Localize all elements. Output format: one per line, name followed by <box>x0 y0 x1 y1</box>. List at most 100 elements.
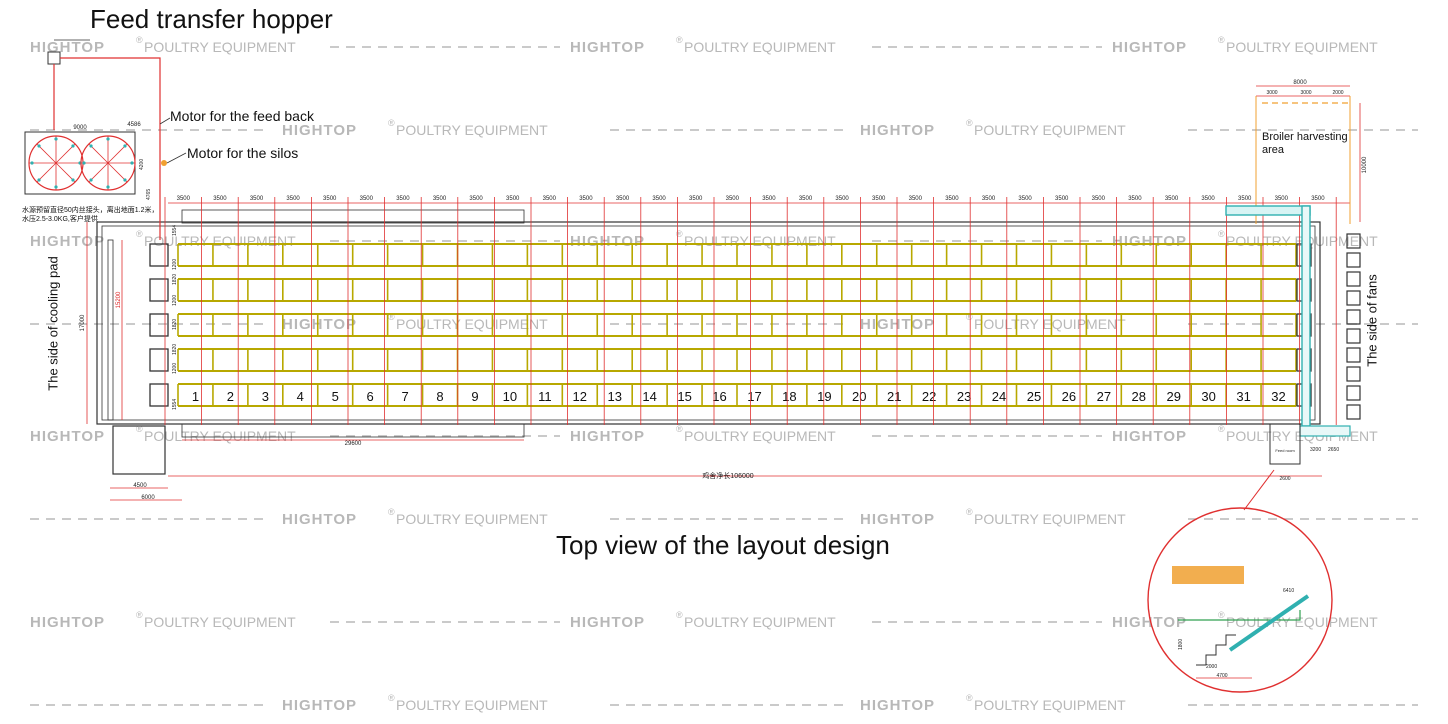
row-dim-value: 1820 <box>172 319 178 330</box>
silo-leg <box>71 144 75 148</box>
feed-room-left <box>112 425 166 475</box>
row-dim-value: 1554 <box>172 399 178 410</box>
span-dim-value: 3500 <box>1275 196 1289 202</box>
span-dim-value: 3500 <box>1165 196 1179 202</box>
watermark-registered: ® <box>136 35 143 45</box>
feed-back-pipe <box>60 57 161 240</box>
silo-leg <box>106 185 110 189</box>
exhaust-fan <box>1346 347 1361 363</box>
span-dim-value: 3500 <box>323 196 337 202</box>
column-number: 1 <box>192 389 199 404</box>
span-dim-value: 3500 <box>286 196 300 202</box>
span-dim-value: 3500 <box>1238 196 1252 202</box>
row-dim-value: 1554 <box>172 225 178 236</box>
watermark-registered: ® <box>136 610 143 620</box>
motor-silo-leader <box>166 152 187 164</box>
water-source-note: 水源预留直径50内丝接头，离出地面1.2米，水压2.5-3.0KG,客户提供 <box>22 207 159 223</box>
silo-leg <box>106 137 110 141</box>
feed-room-label: Feed room <box>1275 448 1295 453</box>
column-number: 26 <box>1062 389 1076 404</box>
span-dim-value: 3500 <box>433 196 447 202</box>
column-number: 6 <box>367 389 374 404</box>
watermark-brand: HIGHTOP <box>30 233 105 250</box>
detail-leader <box>1243 469 1275 511</box>
column-number: 2 <box>227 389 234 404</box>
column-number: 13 <box>607 389 621 404</box>
top-8000-value: 8000 <box>1293 80 1307 86</box>
span-dim-value: 3500 <box>689 196 703 202</box>
detail-circle <box>1147 507 1333 693</box>
silo-leg <box>37 144 41 148</box>
column-number: 17 <box>747 389 761 404</box>
silo-leg <box>123 178 127 182</box>
span-dim-value: 3500 <box>726 196 740 202</box>
column-number: 4 <box>297 389 304 404</box>
span-dim-value: 3500 <box>835 196 849 202</box>
silo-width-value: 9000 <box>73 125 87 131</box>
hopper-label: Feed transfer hopper <box>90 4 333 34</box>
span-dim-value: 3500 <box>1092 196 1106 202</box>
detail-2000-value: 2000 <box>1206 664 1217 670</box>
silo-leg <box>123 144 127 148</box>
span-dim-value: 3500 <box>469 196 483 202</box>
row-dim-value: 1820 <box>172 274 178 285</box>
span-dim-value: 3500 <box>1018 196 1032 202</box>
row-dim-value: 1200 <box>172 295 178 306</box>
motor-feed-back-label: Motor for the feed back <box>170 108 314 124</box>
top-split-value: 2000 <box>1332 90 1343 96</box>
watermark-brand: HIGHTOP <box>30 428 105 445</box>
watermark-registered: ® <box>1218 610 1225 620</box>
harvest-area-label: Broiler harvesting area <box>1262 131 1348 156</box>
exhaust-fan <box>1346 252 1361 268</box>
span-dim-value: 3500 <box>1201 196 1215 202</box>
column-number: 8 <box>436 389 443 404</box>
watermark-brand: HIGHTOP <box>1112 233 1187 250</box>
watermark-brand: HIGHTOP <box>30 39 105 56</box>
house-length-value: 鸡舍净长106000 <box>702 471 753 480</box>
silo-leg <box>54 137 58 141</box>
width-dim-value: 17000 <box>80 314 86 331</box>
column-number: 23 <box>957 389 971 404</box>
exhaust-fan <box>1346 366 1361 382</box>
silo-leg <box>71 178 75 182</box>
column-number: 14 <box>642 389 656 404</box>
column-number: 18 <box>782 389 796 404</box>
detail-6410-value: 6410 <box>1283 588 1294 594</box>
silo-depth-value: 4765 <box>146 189 152 200</box>
watermark-brand: HIGHTOP <box>570 39 645 56</box>
watermark-registered: ® <box>1218 35 1225 45</box>
watermark-brand: HIGHTOP <box>570 614 645 631</box>
watermark-suffix: POULTRY EQUIPMENT <box>396 316 548 332</box>
exhaust-fan <box>1346 404 1361 420</box>
column-number: 15 <box>677 389 691 404</box>
side-room-bottom <box>181 423 525 438</box>
column-number: 22 <box>922 389 936 404</box>
feed-head-box <box>149 313 169 337</box>
detail-conveyor <box>1228 594 1310 652</box>
watermark-suffix: POULTRY EQUIPMENT <box>974 122 1126 138</box>
watermark-suffix: POULTRY EQUIPMENT <box>974 511 1126 527</box>
silo-leg <box>82 161 86 165</box>
watermark-registered: ® <box>136 424 143 434</box>
span-dim-value: 3500 <box>1311 196 1325 202</box>
motor-silo-icon <box>161 160 167 166</box>
column-number: 5 <box>332 389 339 404</box>
feed-head-box <box>149 243 169 267</box>
span-dim-value: 3500 <box>543 196 557 202</box>
column-number: 12 <box>573 389 587 404</box>
detail-stairs <box>1196 634 1236 666</box>
watermark-brand: HIGHTOP <box>282 316 357 333</box>
watermark-suffix: POULTRY EQUIPMENT <box>144 614 296 630</box>
watermark-registered: ® <box>388 118 395 128</box>
left-6000-value: 6000 <box>141 495 155 501</box>
column-number: 31 <box>1236 389 1250 404</box>
watermark-registered: ® <box>1218 229 1225 239</box>
span-dim-value: 3500 <box>762 196 776 202</box>
fans-side-label: The side of fans <box>1364 274 1380 367</box>
auger-vertical <box>1301 205 1311 427</box>
column-number: 28 <box>1132 389 1146 404</box>
watermark-suffix: POULTRY EQUIPMENT <box>1226 39 1378 55</box>
span-dim-value: 3500 <box>909 196 923 202</box>
right-3200-value: 3200 <box>1310 447 1321 453</box>
watermark-registered: ® <box>388 693 395 703</box>
